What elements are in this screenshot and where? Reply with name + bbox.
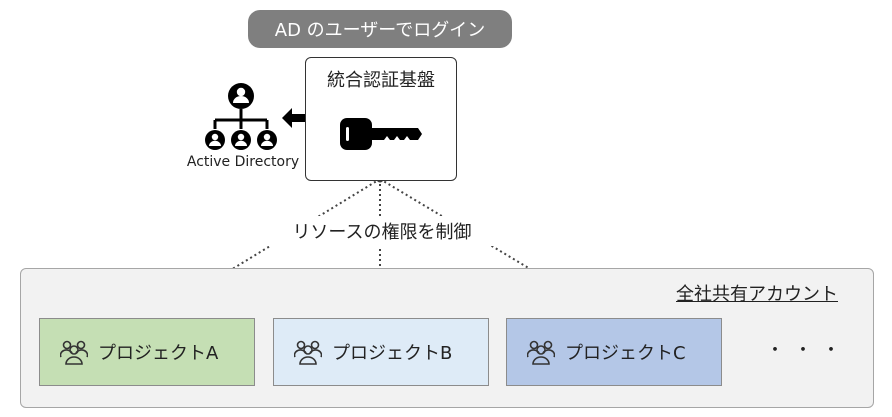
login-banner: AD のユーザーでログイン (248, 10, 512, 48)
auth-platform-box: 統合認証基盤 (305, 57, 457, 181)
org-chart-icon (205, 83, 277, 150)
project-c-label: プロジェクトC (565, 343, 686, 364)
shared-account-label: 全社共有アカウント (676, 284, 838, 305)
permission-control-label: リソースの権限を制御 (268, 216, 496, 246)
project-b-box: プロジェクトB (273, 318, 489, 386)
permission-control-text: リソースの権限を制御 (292, 222, 472, 243)
active-directory-label: Active Directory (186, 154, 300, 170)
project-c-box: プロジェクトC (506, 318, 722, 386)
users-icon (60, 339, 88, 365)
users-icon (527, 339, 555, 365)
auth-platform-title: 統合認証基盤 (327, 70, 435, 91)
project-b-label: プロジェクトB (332, 343, 453, 364)
login-banner-text: AD のユーザーでログイン (274, 20, 486, 41)
key-icon (340, 118, 422, 150)
project-a-label: プロジェクトA (98, 343, 219, 364)
more-projects-ellipsis: ・・・ (766, 340, 850, 361)
project-a-box: プロジェクトA (39, 318, 255, 386)
users-icon (294, 339, 322, 365)
